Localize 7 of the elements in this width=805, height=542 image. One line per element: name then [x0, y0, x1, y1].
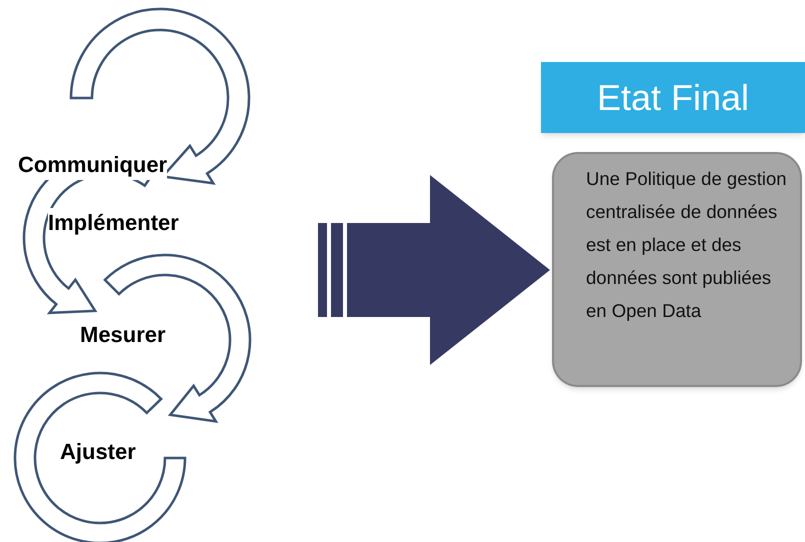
- block-arrow: [318, 175, 550, 365]
- description-box: [552, 152, 802, 387]
- description-text: Une Politique de gestion centralisée de données est en place et des données sont publiées en Open Data: [586, 167, 788, 323]
- step-label: Communiquer: [18, 150, 168, 180]
- step-label: Implémenter: [48, 208, 179, 238]
- title-text: Etat Final: [596, 80, 750, 116]
- title-banner: [541, 62, 805, 133]
